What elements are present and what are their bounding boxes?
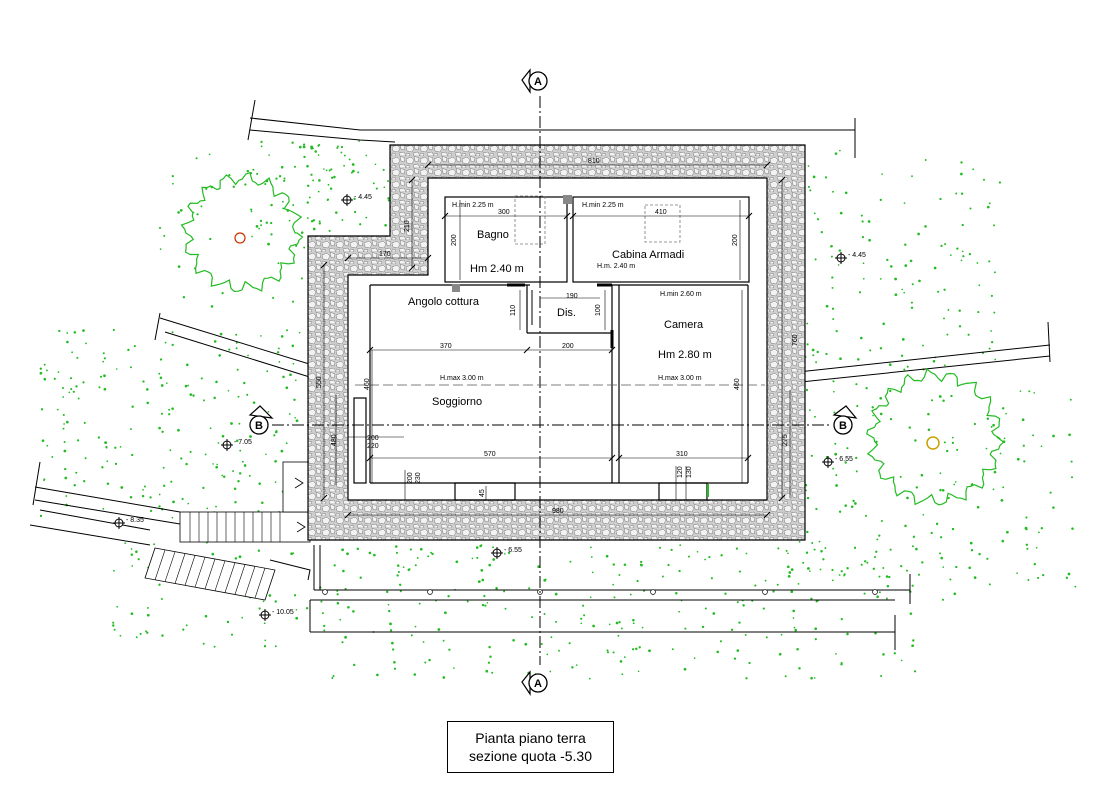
elevation-label: - 10.05 (272, 609, 294, 616)
svg-text:810: 810 (588, 158, 600, 165)
room-hmax-right: H.max 3.00 m (658, 375, 702, 382)
svg-text:550: 550 (316, 376, 323, 388)
svg-text:460: 460 (364, 378, 371, 390)
room-hmin-camera: H.min 2.60 m (660, 291, 702, 298)
elevation-label: - 7.05 (234, 439, 252, 446)
fixture-boxes (514, 195, 681, 245)
elevation-marker-cross (113, 194, 847, 621)
doors (507, 283, 614, 348)
svg-text:980: 980 (552, 508, 564, 515)
svg-text:170: 170 (379, 251, 391, 258)
dimension-labels: 810 300 410 200 200 210 170 190 110 100 … (316, 158, 799, 515)
room-label-camera: Camera (664, 319, 704, 331)
svg-text:200: 200 (407, 472, 414, 484)
building-walls (307, 144, 806, 541)
room-height-cabina: H.m. 2.40 m (597, 263, 635, 270)
svg-text:A: A (534, 76, 542, 88)
svg-text:A: A (534, 678, 542, 690)
svg-text:130: 130 (686, 466, 693, 478)
room-label-soggiorno: Soggiorno (432, 396, 482, 408)
section-marker-a-top: A (521, 68, 548, 94)
drawing-title-box: Pianta piano terra sezione quota -5.30 (447, 721, 614, 773)
elevation-label: - 8.35 (126, 517, 144, 524)
svg-text:230: 230 (415, 472, 422, 484)
svg-text:460: 460 (734, 378, 741, 390)
svg-text:100: 100 (595, 304, 602, 316)
room-hmax-left: H.max 3.00 m (440, 375, 484, 382)
svg-text:370: 370 (440, 343, 452, 350)
section-marker-b-right: B (832, 405, 858, 435)
drawing-title: Pianta piano terra (475, 730, 586, 746)
elevation-label: - 4.45 (848, 252, 866, 259)
svg-text:B: B (255, 420, 263, 432)
svg-text:200: 200 (562, 343, 574, 350)
room-label-cottura: Angolo cottura (408, 296, 480, 308)
svg-text:310: 310 (676, 451, 688, 458)
svg-text:200: 200 (451, 234, 458, 246)
svg-text:45: 45 (479, 489, 486, 497)
room-hmin-bagno: H.min 2.25 m (452, 202, 494, 209)
room-label-bagno: Bagno (477, 229, 509, 241)
section-marker-b-left: B (248, 405, 274, 435)
svg-text:210: 210 (404, 220, 411, 232)
drawing-subtitle: sezione quota -5.30 (469, 748, 592, 764)
room-label-cabina: Cabina Armadi (612, 249, 684, 261)
elevation-label: - 6.55 (504, 547, 522, 554)
interior-partitions (353, 196, 750, 501)
svg-text:220: 220 (367, 443, 379, 450)
tree-left (180, 171, 304, 293)
elevation-label: - 4.45 (354, 194, 372, 201)
stair-arrows (294, 477, 306, 533)
section-lines (272, 96, 830, 665)
vegetation-dots (39, 140, 1077, 680)
dimension-ticks (320, 161, 786, 519)
staircase (144, 461, 311, 601)
svg-text:570: 570 (484, 451, 496, 458)
svg-text:190: 190 (566, 293, 578, 300)
svg-text:480: 480 (331, 434, 338, 446)
svg-text:120: 120 (677, 466, 684, 478)
svg-text:200: 200 (367, 435, 379, 442)
room-label-dis: Dis. (557, 307, 576, 319)
svg-text:300: 300 (498, 209, 510, 216)
chimney (563, 195, 572, 204)
dimension-lines (323, 164, 791, 516)
elevation-label: - 6.55 (835, 456, 853, 463)
tree-right (866, 368, 1005, 506)
svg-text:110: 110 (510, 305, 517, 316)
svg-text:B: B (839, 420, 847, 432)
drain (452, 284, 460, 292)
svg-text:410: 410 (655, 209, 667, 216)
room-height-bagno: Hm 2.40 m (470, 263, 524, 275)
stair-treads (154, 512, 281, 599)
svg-text:200: 200 (732, 234, 739, 246)
svg-text:275: 275 (782, 434, 789, 446)
room-hmin-cabina: H.min 2.25 m (582, 202, 624, 209)
section-marker-a-bottom: A (521, 670, 548, 696)
svg-text:760: 760 (792, 334, 799, 346)
room-height-camera: Hm 2.80 m (658, 349, 712, 361)
terrain-circles (322, 589, 878, 595)
